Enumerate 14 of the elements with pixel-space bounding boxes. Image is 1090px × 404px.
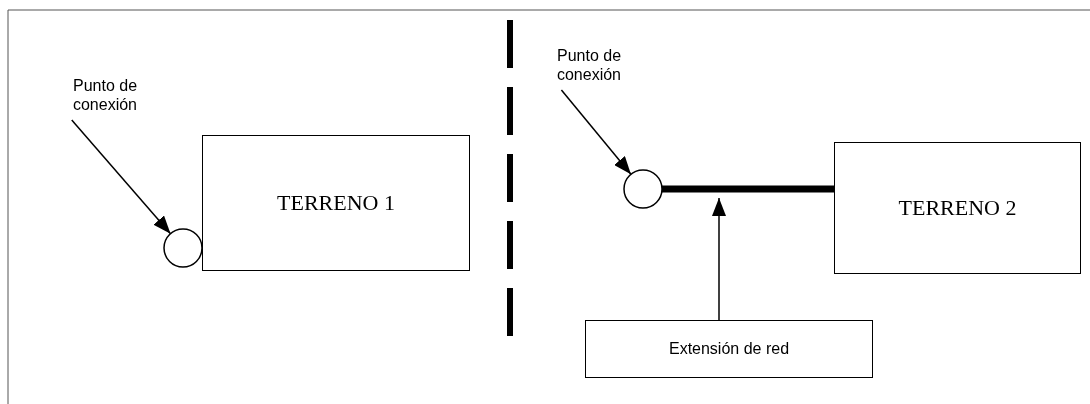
arrow (712, 197, 726, 321)
connection-point-circle (623, 169, 663, 209)
box-label: TERRENO 1 (277, 190, 395, 216)
box-label: TERRENO 2 (898, 195, 1017, 221)
callout-text: Punto de conexión (50, 70, 160, 120)
connection-point-circle (163, 228, 203, 268)
process-box (585, 320, 873, 378)
arrow (71, 119, 172, 235)
process-box (202, 135, 470, 271)
box-label: Extensión de red (668, 339, 790, 359)
network-line (662, 185, 834, 193)
process-box (834, 142, 1081, 274)
callout-text: Punto de conexión (534, 40, 644, 90)
arrow (560, 89, 632, 176)
